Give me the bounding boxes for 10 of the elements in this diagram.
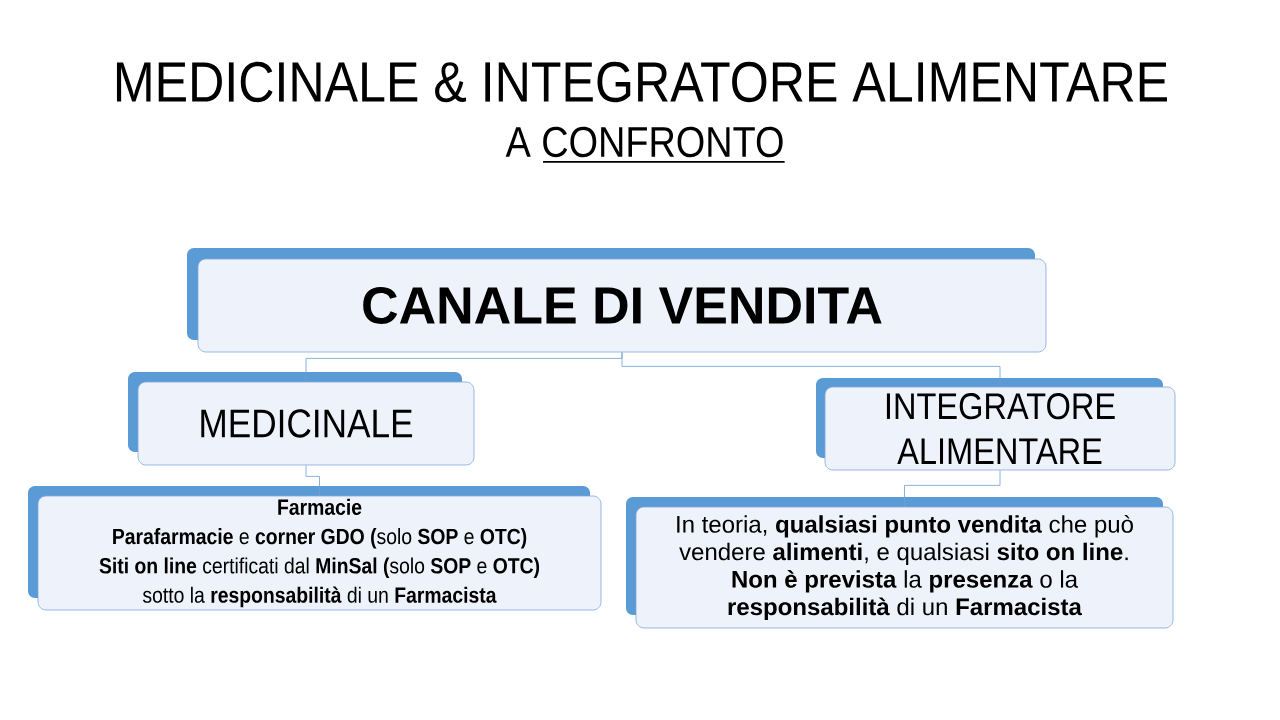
connector-line <box>621 352 1001 387</box>
subtitle: A CONFRONTO <box>505 126 786 163</box>
header-box: CANALE DI VENDITA <box>187 248 1047 353</box>
connector-line <box>904 470 1001 507</box>
connector-line <box>305 465 320 496</box>
description-box: Farmacie Parafarmacie e corner GDO (solo SOP e OTC) Siti on line certificati dal MinSal (solo SOP e OTC) sotto la responsabilità di un Farmacista <box>28 486 602 611</box>
category-box: MEDICINALE <box>128 372 475 466</box>
category-box: INTEGRATORE ALIMENTARE <box>816 378 1176 471</box>
title: MEDICINALE & INTEGRATORE ALIMENTARE <box>116 61 1167 103</box>
description-box: In teoria, qualsiasi punto vendita che può vendere alimenti, e qualsiasi sito on line. Non è prevista la presenza o la responsabilità di un Farmacista <box>626 497 1174 629</box>
